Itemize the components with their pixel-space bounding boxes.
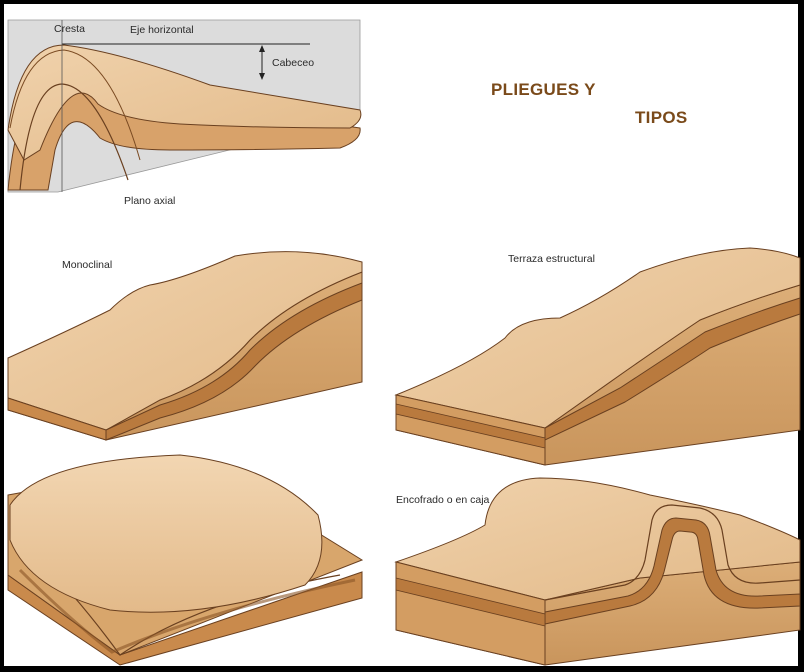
structural-terrace-diagram: Terraza estructural — [396, 248, 800, 465]
box-fold-diagram: Encofrado o en caja — [396, 478, 800, 665]
title-line-1: PLIEGUES Y — [491, 80, 596, 100]
dome-diagram — [8, 455, 362, 665]
label-monoclinal: Monoclinal — [62, 259, 112, 271]
label-eje-horizontal: Eje horizontal — [130, 24, 194, 36]
label-terraza-estructural: Terraza estructural — [508, 253, 595, 265]
label-encofrado: Encofrado o en caja — [396, 494, 490, 506]
title-line-2: TIPOS — [635, 108, 688, 128]
label-plano-axial: Plano axial — [124, 195, 175, 207]
label-cresta: Cresta — [54, 23, 85, 35]
label-cabeceo: Cabeceo — [272, 57, 314, 69]
dome-surface — [10, 455, 322, 612]
anticline-diagram: Cresta Eje horizontal Cabeceo Plano axia… — [8, 20, 361, 207]
monocline-diagram: Monoclinal — [8, 252, 362, 440]
